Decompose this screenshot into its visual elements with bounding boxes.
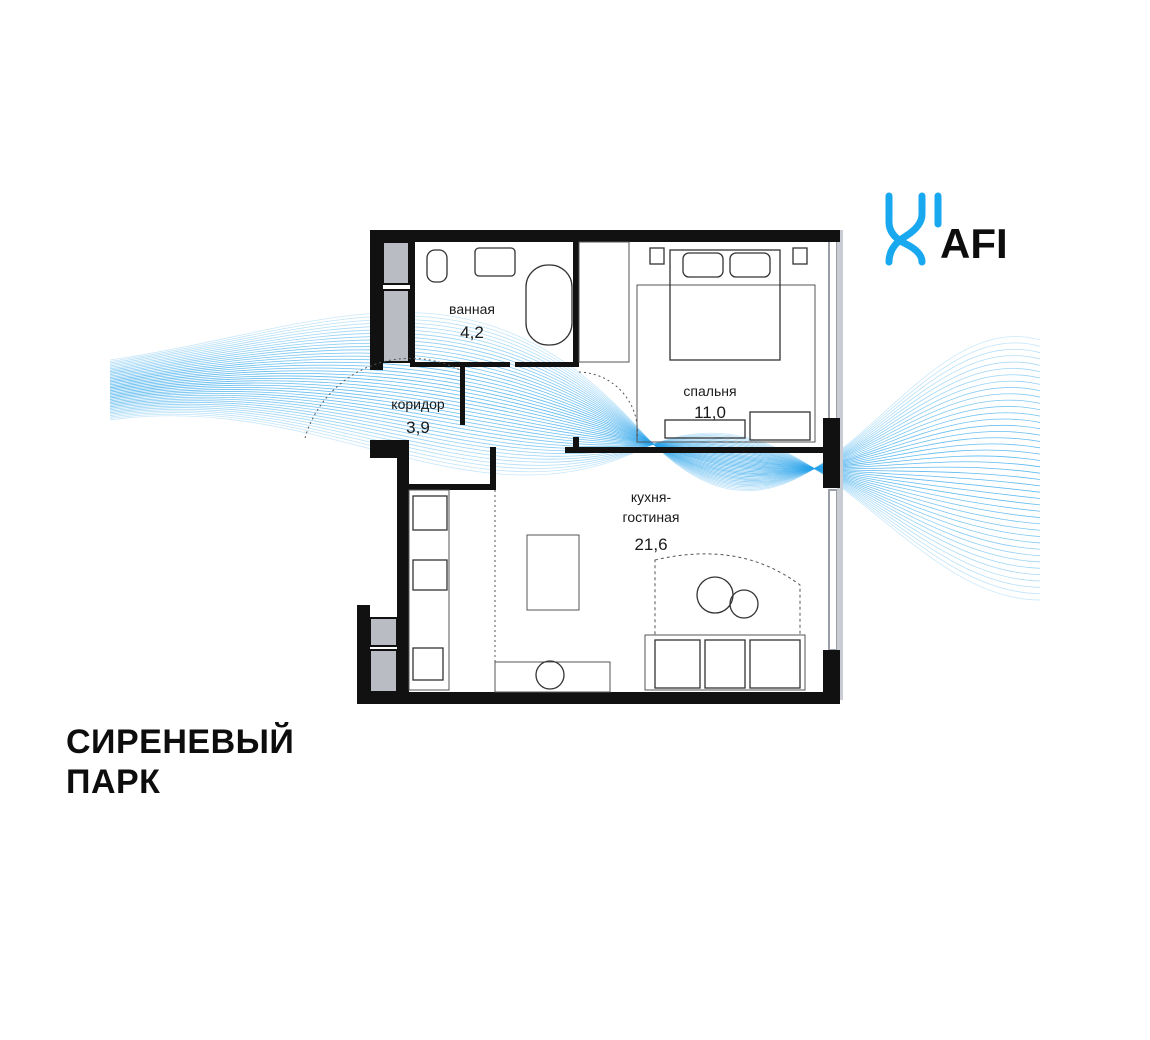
wave-line — [109, 370, 1041, 470]
wave-line — [109, 400, 1041, 544]
wave-line — [109, 392, 1041, 518]
wave-line — [109, 364, 1041, 472]
wave-line — [109, 312, 1041, 491]
wave-line — [109, 318, 1041, 489]
wave-line — [109, 329, 1041, 485]
wave-line — [109, 322, 1041, 488]
afi-logo: AFI — [885, 192, 1008, 267]
wave-line — [109, 346, 1041, 479]
wave-line — [109, 402, 1041, 550]
walls — [357, 230, 840, 704]
wave-line — [109, 384, 1041, 493]
wave-line — [109, 390, 1041, 512]
wave-line — [109, 388, 1041, 506]
room-name-kitchen-line2: гостиная — [623, 509, 680, 525]
wave-line — [109, 315, 1041, 490]
room-name-corridor: коридор — [391, 396, 445, 412]
furniture — [412, 247, 811, 690]
shafts — [369, 241, 410, 693]
wave-line — [109, 377, 1041, 474]
afi-logo-text: AFI — [940, 220, 1008, 267]
wave-line — [109, 367, 1041, 471]
wave-line — [109, 325, 1041, 486]
project-name-line1: СИРЕНЕВЫЙ — [66, 723, 295, 761]
wave-line — [109, 386, 1041, 499]
wave-line — [109, 355, 1041, 475]
room-area-kitchen: 21,6 — [634, 535, 667, 554]
wave-line — [109, 358, 1041, 474]
room-name-bedroom: спальня — [683, 383, 736, 399]
project-name: СИРЕНЕВЫЙ ПАРК — [66, 722, 294, 802]
wave-line — [109, 396, 1041, 531]
wave-line — [109, 380, 1041, 480]
room-area-bathroom: 4,2 — [460, 323, 484, 342]
room-area-bedroom: 11,0 — [694, 403, 726, 422]
room-area-corridor: 3,9 — [406, 418, 430, 437]
room-name-kitchen-line1: кухня- — [631, 489, 672, 505]
room-outlines — [304, 241, 816, 693]
wave-line — [109, 349, 1041, 478]
wave-line — [109, 398, 1041, 537]
room-name-bathroom: ванная — [449, 301, 495, 317]
wave-line — [109, 361, 1041, 473]
wave-pattern — [109, 312, 1041, 601]
afi-wave-mark-icon — [885, 192, 942, 266]
wave-line — [109, 375, 1041, 469]
wave-line — [109, 352, 1041, 477]
wave-line — [109, 382, 1041, 487]
wave-line — [109, 394, 1041, 525]
wave-line — [109, 372, 1041, 470]
wave-line — [109, 403, 1041, 557]
project-name-line2: ПАРК — [66, 763, 161, 801]
